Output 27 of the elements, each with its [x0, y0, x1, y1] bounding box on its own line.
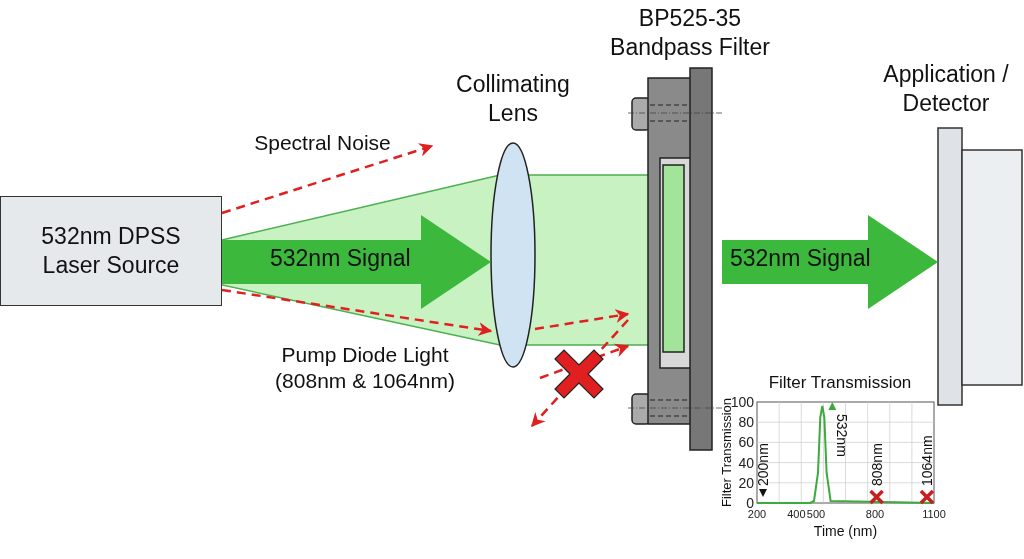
- tick-label: 500: [806, 508, 826, 520]
- arrow: [221, 288, 493, 336]
- tick-label: 20: [738, 474, 754, 491]
- tick-label: 80: [738, 414, 754, 431]
- chart-title: Filter Transmission: [768, 373, 912, 392]
- tick-label: 1100: [922, 508, 946, 520]
- annotation-label: 200nm: [755, 443, 771, 486]
- tick-label: 60: [738, 434, 754, 451]
- axis-title: Time (nm): [813, 523, 878, 539]
- laser-source-box: [0, 196, 222, 306]
- arrow: [534, 309, 630, 331]
- annotation-label: 532nm: [834, 414, 851, 457]
- annotation-label: 808nm: [868, 443, 885, 486]
- edge-label: Spectral Noise: [253, 130, 392, 156]
- tick-label: 200: [747, 508, 767, 520]
- laser-label: 532nm DPSS Laser Source: [40, 222, 182, 280]
- filter-label: BP525-35 Bandpass Filter: [609, 4, 771, 62]
- tick-label: 800: [865, 508, 885, 520]
- annotation-label: 1064nm: [918, 435, 935, 486]
- tick-label: 0: [746, 495, 754, 511]
- tick-label: 400: [787, 508, 806, 520]
- detector-label: Application / Detector: [882, 60, 1010, 118]
- tick-label: 100: [730, 394, 754, 410]
- edge-label: Pump Diode Light (808nm & 1064nm): [274, 342, 456, 395]
- lens-label: Collimating Lens: [455, 70, 571, 128]
- arrow: [221, 143, 434, 215]
- tick-label: 40: [738, 454, 754, 471]
